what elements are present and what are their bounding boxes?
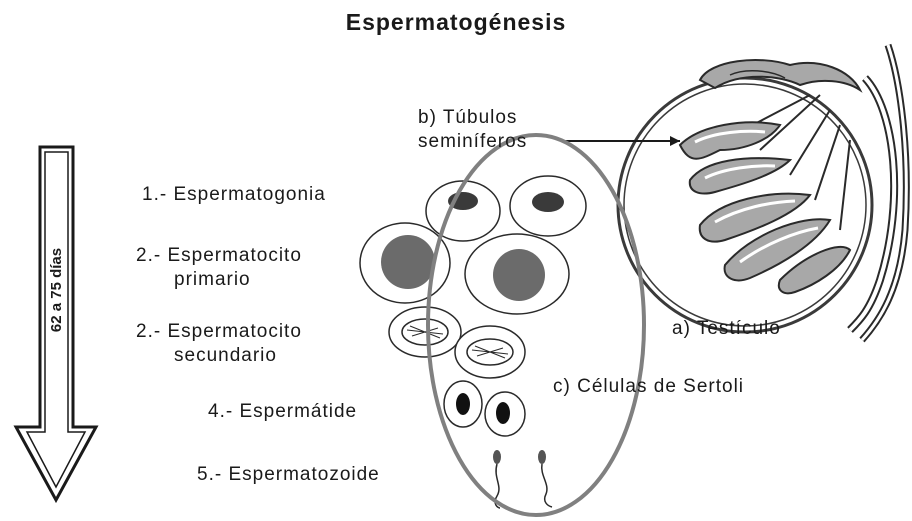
stage-label-spermatozoon: 5.- Espermatozoide (197, 463, 380, 486)
stage-label-secondary-spermatocyte: 2.- Espermatocito (136, 320, 302, 343)
stage-label-primary-spermatocyte: 2.- Espermatocito (136, 244, 302, 267)
stage-label-primary-spermatocyte-sub: primario (174, 268, 251, 291)
label-tubules-line1: b) Túbulos (418, 106, 517, 129)
spermatozoa (493, 450, 552, 508)
secondary-spermatocyte-cells (389, 307, 525, 378)
spermatid-cells (444, 381, 525, 436)
stage-label-spermatid: 4.- Espermátide (208, 400, 357, 423)
stage-label-spermatogonia: 1.- Espermatogonia (142, 183, 326, 206)
testicle-illustration (618, 45, 906, 340)
timeline-duration-label: 62 a 75 días (48, 248, 65, 332)
label-tubules-line2: seminíferos (418, 130, 527, 153)
label-sertoli: c) Células de Sertoli (553, 375, 744, 398)
label-testicle: a) Testículo (672, 317, 781, 340)
stage-label-secondary-spermatocyte-sub: secundario (174, 344, 277, 367)
